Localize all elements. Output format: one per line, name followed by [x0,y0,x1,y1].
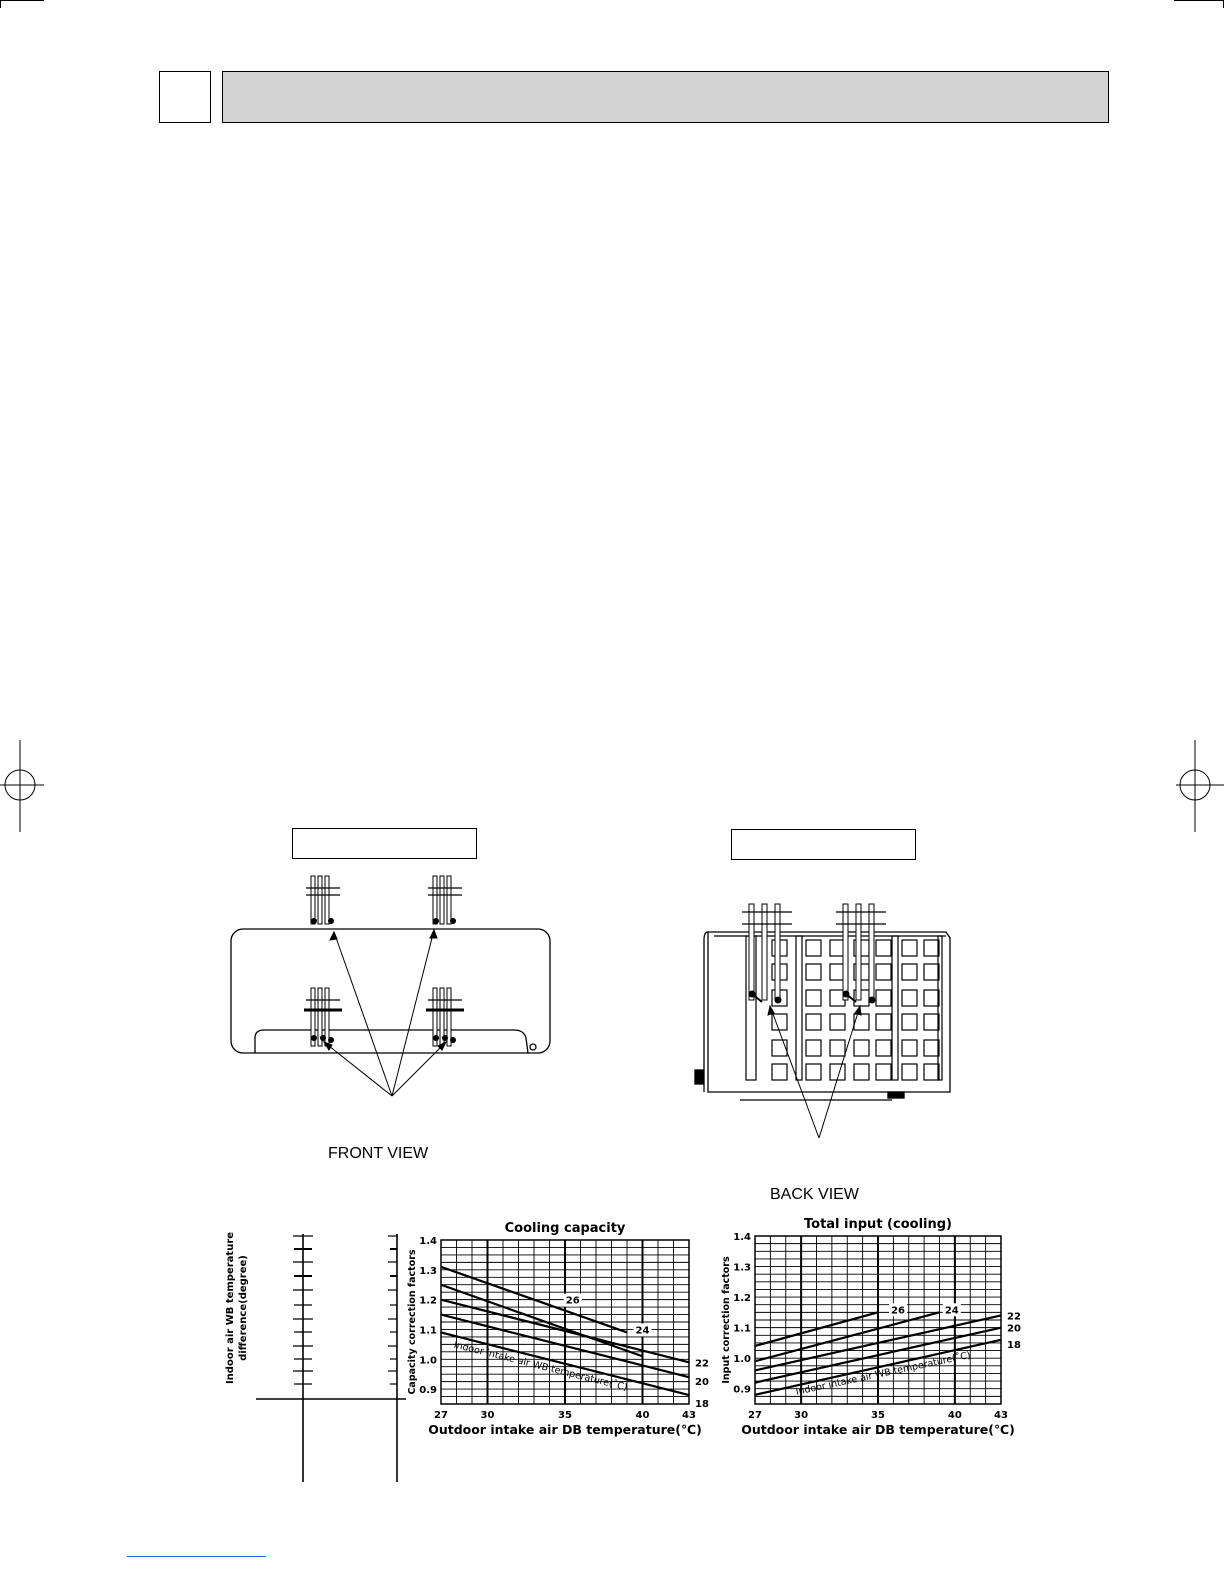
total-input-chart: Total input (cooling) 1.4 1.3 1.2 1.1 1.0 0.9 2… [721,1217,1021,1437]
series-line-24 [754,1311,940,1363]
y-tick-label: 1.3 [733,1263,751,1274]
y-tick-label: 1.1 [419,1325,437,1336]
series-line-24 [440,1283,643,1358]
series-label-26: 26 [891,1305,905,1316]
chart-grid [440,1239,690,1405]
series-line-26 [440,1265,628,1334]
y-tick-label: 1.4 [419,1236,437,1247]
y-tick-label: 0.9 [419,1385,437,1396]
series-line-20 [440,1313,690,1379]
back-view-label: BACK VIEW [770,1186,859,1203]
y-tick-label: 1.2 [733,1293,751,1304]
footer-link-underline [127,1556,266,1557]
front-view-drawing [230,875,551,1097]
front-view-label: FRONT VIEW [328,1145,429,1162]
series-label-22: 22 [695,1358,709,1369]
y-tick-label: 1.4 [733,1232,751,1243]
wb-temperature-difference-chart: Indoor air WB temperature difference(deg… [225,1232,406,1482]
series-label-18: 18 [695,1399,709,1410]
outdoor-unit-grille [745,935,943,1081]
chart-title: Total input (cooling) [804,1217,952,1232]
x-tick-label: 35 [871,1410,885,1421]
crop-mark-top-left [0,0,1,8]
crop-mark-top-right-h [1174,0,1224,1]
series-label-18: 18 [1007,1340,1021,1351]
x-tick-label: 27 [748,1410,762,1421]
x-tick-label: 30 [794,1410,808,1421]
x-tick-label: 35 [558,1410,572,1421]
series-label-22: 22 [1007,1311,1021,1322]
thermistor-probe-top-left [306,875,340,925]
wb-diff-ylabel-line2: difference(degree) [238,1255,249,1361]
y-tick-label: 1.1 [733,1324,751,1335]
series-label-bg [888,1303,907,1317]
plot-frame [754,1235,1002,1405]
plot-frame [440,1239,690,1405]
thermistor-probe-bottom-right [426,987,464,1047]
series-label-20: 20 [695,1377,709,1388]
x-axis-label: Outdoor intake air DB temperature(℃) [428,1422,702,1437]
series-label-20: 20 [1007,1324,1021,1335]
series-line-22 [754,1314,1002,1372]
crop-mark-top-left-h [0,0,44,1]
y-axis-label: Capacity correction factors [407,1249,418,1394]
registration-mark-left [0,740,44,832]
outdoor-unit-body [694,931,951,1101]
back-unit-label-box [731,829,916,860]
registration-mark-right [1176,740,1224,832]
section-number-box [159,71,211,123]
series-label-bg [942,1303,961,1317]
series-label-24: 24 [945,1305,959,1316]
y-tick-label: 1.3 [419,1266,437,1277]
back-pointer-arrows [767,1004,862,1139]
front-unit-label-box [292,828,477,859]
x-tick-label: 43 [682,1410,696,1421]
thermistor-probe-bottom-left [304,987,342,1047]
indoor-unit-body [230,928,551,1054]
x-tick-label: 43 [994,1410,1008,1421]
back-thermistor-probe-right [836,903,886,1004]
series-line-18 [440,1331,690,1397]
x-axis-label: Outdoor intake air DB temperature(℃) [741,1422,1015,1437]
back-thermistor-probe-left [742,903,792,1004]
section-title-bar [222,71,1109,123]
series-label-24: 24 [636,1325,650,1336]
y-tick-label: 1.0 [733,1354,751,1365]
back-view-drawing [694,903,951,1139]
series-line-26 [754,1311,879,1348]
y-tick-label: 0.9 [733,1385,751,1396]
y-tick-label: 1.2 [419,1296,437,1307]
series-label-bg [563,1293,582,1307]
y-tick-label: 1.0 [419,1355,437,1366]
chart-title: Cooling capacity [505,1221,626,1236]
x-tick-label: 27 [434,1410,448,1421]
y-axis-label: Input correction factors [721,1256,732,1384]
x-tick-label: 40 [636,1410,650,1421]
series-label-bg [633,1323,652,1337]
pointer-arrows [322,928,448,1097]
x-tick-label: 30 [481,1410,495,1421]
series-line-20 [754,1326,1002,1384]
wb-diff-ylabel-line1: Indoor air WB temperature [225,1232,236,1384]
thermistor-probe-top-right [428,875,462,925]
x-tick-label: 40 [948,1410,962,1421]
series-line-22 [440,1298,690,1364]
series-line-18 [754,1338,1002,1396]
cooling-capacity-chart: Cooling capacity 1.4 1.3 1.2 1.1 1.0 0.9 27 30 35… [407,1221,709,1437]
series-label-26: 26 [566,1296,580,1307]
